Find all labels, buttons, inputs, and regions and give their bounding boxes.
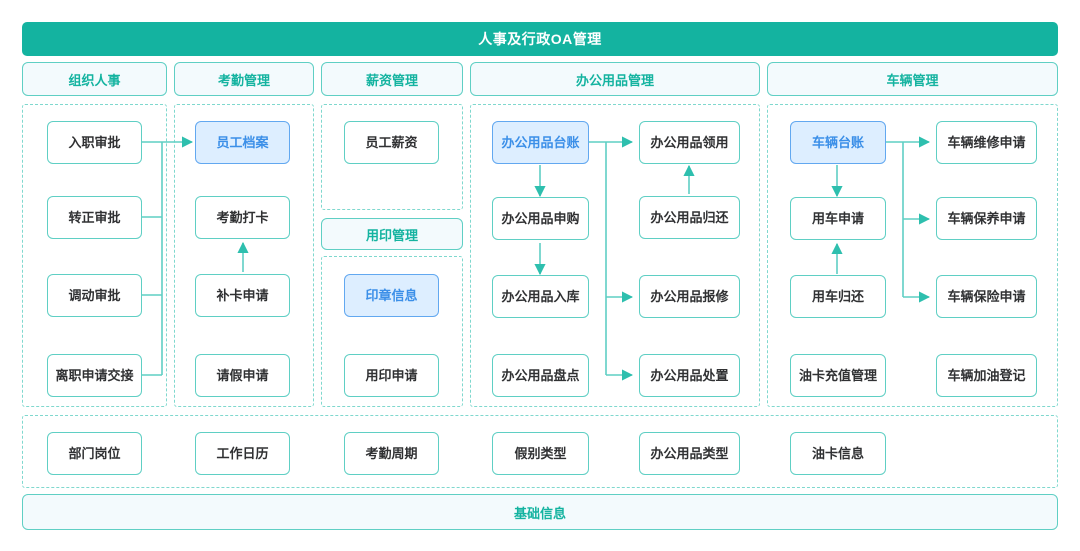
column-header-att[interactable]: 考勤管理 xyxy=(174,62,314,96)
node-seal-1[interactable]: 用印申请 xyxy=(344,354,439,397)
group-basic-info xyxy=(22,415,1058,488)
node-supplies-right-2[interactable]: 办公用品报修 xyxy=(639,275,740,318)
node-basic-4[interactable]: 办公用品类型 xyxy=(639,432,740,475)
node-supplies-left-2[interactable]: 办公用品入库 xyxy=(492,275,589,318)
node-org-0[interactable]: 入职审批 xyxy=(47,121,142,164)
node-vehicle-left-1[interactable]: 用车申请 xyxy=(790,197,886,240)
node-pay-0[interactable]: 员工薪资 xyxy=(344,121,439,164)
node-basic-5[interactable]: 油卡信息 xyxy=(790,432,886,475)
node-org-1[interactable]: 转正审批 xyxy=(47,196,142,239)
node-supplies-left-3[interactable]: 办公用品盘点 xyxy=(492,354,589,397)
column-header-pay[interactable]: 薪资管理 xyxy=(321,62,463,96)
node-att-3[interactable]: 请假申请 xyxy=(195,354,290,397)
node-org-2[interactable]: 调动审批 xyxy=(47,274,142,317)
node-vehicle-right-2[interactable]: 车辆保险申请 xyxy=(936,275,1037,318)
group-att xyxy=(174,104,314,407)
group-pay xyxy=(321,104,463,210)
node-vehicle-right-0[interactable]: 车辆维修申请 xyxy=(936,121,1037,164)
node-vehicle-right-3[interactable]: 车辆加油登记 xyxy=(936,354,1037,397)
group-vehicle xyxy=(767,104,1058,407)
node-org-3[interactable]: 离职申请交接 xyxy=(47,354,142,397)
node-basic-0[interactable]: 部门岗位 xyxy=(47,432,142,475)
node-att-0[interactable]: 员工档案 xyxy=(195,121,290,164)
node-basic-3[interactable]: 假别类型 xyxy=(492,432,589,475)
column-header-supplies[interactable]: 办公用品管理 xyxy=(470,62,760,96)
node-vehicle-right-1[interactable]: 车辆保养申请 xyxy=(936,197,1037,240)
node-supplies-right-3[interactable]: 办公用品处置 xyxy=(639,354,740,397)
node-supplies-left-0[interactable]: 办公用品台账 xyxy=(492,121,589,164)
node-seal-0[interactable]: 印章信息 xyxy=(344,274,439,317)
basic-info-footer-bar[interactable]: 基础信息 xyxy=(22,494,1058,530)
group-org xyxy=(22,104,167,407)
node-supplies-right-0[interactable]: 办公用品领用 xyxy=(639,121,740,164)
group-seal xyxy=(321,256,463,407)
group-supplies xyxy=(470,104,760,407)
column-header-org[interactable]: 组织人事 xyxy=(22,62,167,96)
section-header-seal[interactable]: 用印管理 xyxy=(321,218,463,250)
node-basic-2[interactable]: 考勤周期 xyxy=(344,432,439,475)
column-header-vehicle[interactable]: 车辆管理 xyxy=(767,62,1058,96)
node-vehicle-left-0[interactable]: 车辆台账 xyxy=(790,121,886,164)
node-supplies-right-1[interactable]: 办公用品归还 xyxy=(639,196,740,239)
node-vehicle-left-2[interactable]: 用车归还 xyxy=(790,275,886,318)
node-att-2[interactable]: 补卡申请 xyxy=(195,274,290,317)
node-att-1[interactable]: 考勤打卡 xyxy=(195,196,290,239)
node-vehicle-left-3[interactable]: 油卡充值管理 xyxy=(790,354,886,397)
node-supplies-left-1[interactable]: 办公用品申购 xyxy=(492,197,589,240)
page-title-banner: 人事及行政OA管理 xyxy=(22,22,1058,56)
node-basic-1[interactable]: 工作日历 xyxy=(195,432,290,475)
